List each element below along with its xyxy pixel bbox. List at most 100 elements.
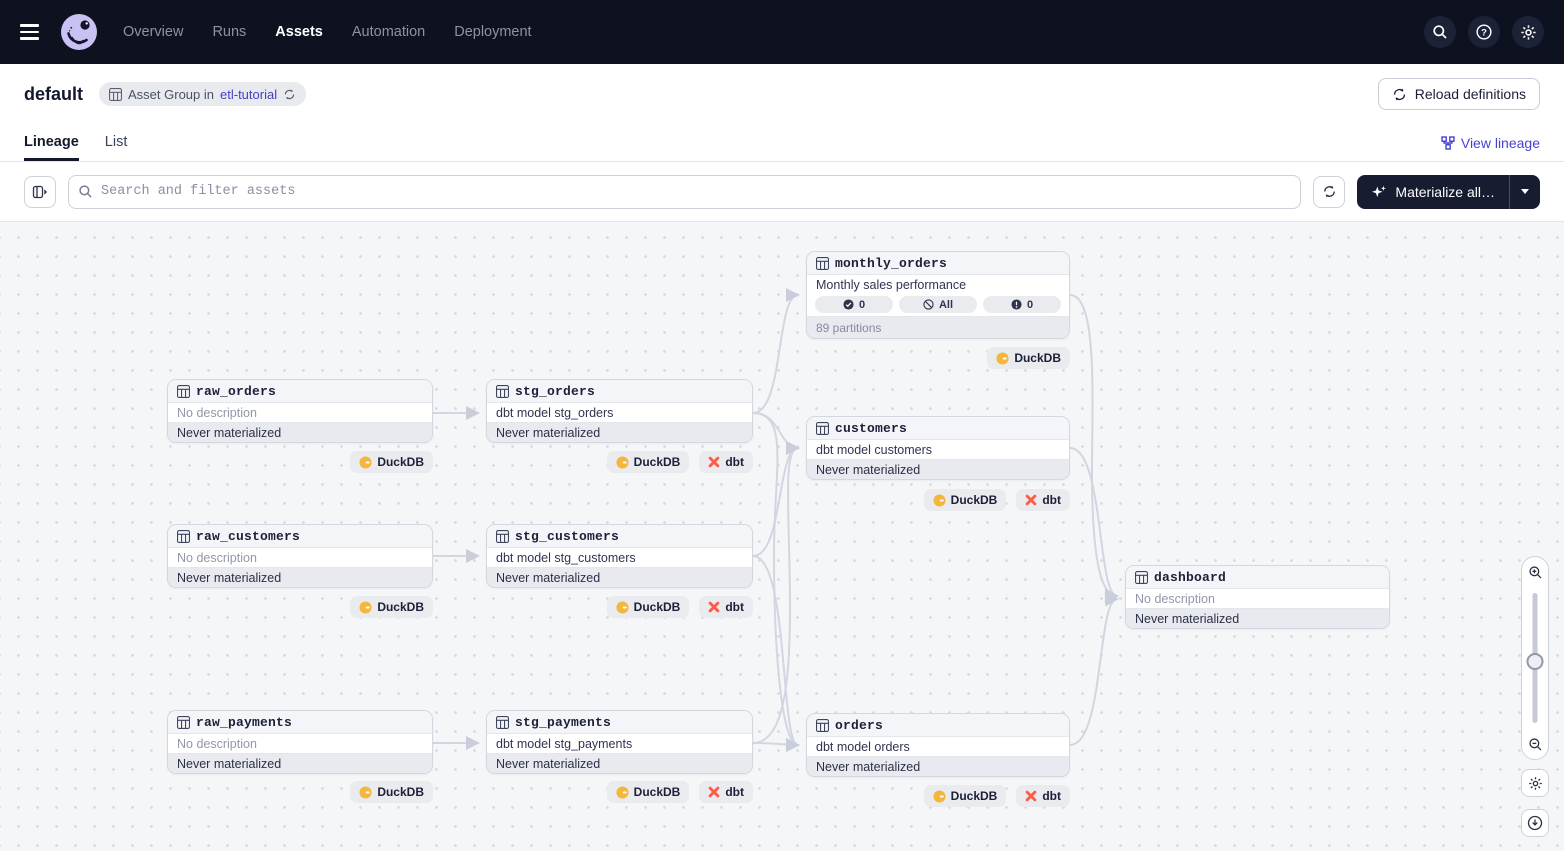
asset-description: dbt model orders [816,739,910,754]
asset-node-dashboard[interactable]: dashboard No description Never materiali… [1125,565,1390,629]
asset-node-customers[interactable]: customers dbt model customers Never mate… [806,416,1070,480]
asset-kind-tags: DuckDB [806,347,1070,369]
svg-text:?: ? [1481,28,1487,39]
search-icon[interactable] [1424,16,1456,48]
asset-kind-tags: DuckDB dbt [486,451,753,473]
tabs-row: Lineage List View lineage [0,124,1564,162]
asset-node-stg_customers[interactable]: stg_customers dbt model stg_customers Ne… [486,524,753,588]
search-input[interactable] [68,174,1302,209]
asset-node-raw_orders[interactable]: raw_orders No description Never material… [167,379,433,443]
materialize-dropdown-caret[interactable] [1510,175,1540,209]
duckdb-badge[interactable]: DuckDB [606,596,690,618]
asset-node-raw_payments[interactable]: raw_payments No description Never materi… [167,710,433,774]
materialized-count-pill[interactable]: 0 [815,296,893,313]
table-icon [496,529,509,543]
duckdb-badge[interactable]: DuckDB [350,596,433,618]
button-divider [1509,174,1510,209]
view-lineage-link[interactable]: View lineage [1441,124,1540,161]
asset-description: No description [177,550,257,565]
graph-settings-gear-icon[interactable] [1521,769,1549,797]
edge-stg_customers-orders [752,555,800,752]
zoom-slider[interactable] [1522,587,1548,729]
duckdb-icon [996,351,1009,365]
code-location-link[interactable]: etl-tutorial [220,86,278,102]
nav-item-assets[interactable]: Assets [275,24,323,40]
help-icon[interactable]: ? [1468,16,1500,48]
asset-node-stg_payments[interactable]: stg_payments dbt model stg_payments Neve… [486,710,753,774]
asset-kind-tags: DuckDB dbt [806,489,1070,511]
download-graph-icon[interactable] [1521,809,1549,837]
materialize-all-button[interactable]: Materialize all… [1357,175,1509,209]
table-icon [177,384,190,398]
settings-gear-icon[interactable] [1512,16,1544,48]
alert-circle-icon [1011,299,1022,310]
edge-customers-dashboard [1069,447,1119,603]
reload-definitions-button[interactable]: Reload definitions [1377,78,1540,110]
nav-item-runs[interactable]: Runs [212,24,247,40]
duckdb-badge[interactable]: DuckDB [923,785,1007,807]
checks-pill[interactable]: 0 [983,296,1061,313]
duckdb-icon [359,600,372,614]
asset-kind-tags: DuckDB [167,596,433,618]
dbt-badge[interactable]: dbt [1016,785,1070,807]
sync-icon[interactable] [283,88,296,101]
nav-item-overview[interactable]: Overview [123,24,184,40]
lineage-canvas[interactable]: monthly_orders Monthly sales performance… [0,222,1564,851]
refresh-icon[interactable] [1313,175,1346,208]
asset-node-orders[interactable]: orders dbt model orders Never materializ… [806,713,1070,777]
dbt-icon [709,786,720,798]
slash-circle-icon [923,299,934,310]
asset-node-stg_orders[interactable]: stg_orders dbt model stg_orders Never ma… [486,379,753,443]
nav-item-deployment[interactable]: Deployment [454,24,532,40]
duckdb-badge[interactable]: DuckDB [350,781,433,803]
duckdb-badge[interactable]: DuckDB [606,451,690,473]
tab-list[interactable]: List [104,134,128,150]
duckdb-icon [359,785,372,799]
asset-node-monthly_orders[interactable]: monthly_orders Monthly sales performance… [806,251,1070,339]
asset-kind-tags: DuckDB dbt [486,781,753,803]
menu-icon[interactable] [20,18,48,46]
edge-stg_payments-customers [752,441,800,744]
zoom-in-icon[interactable] [1522,557,1548,587]
dagster-logo[interactable] [61,14,97,50]
edge-orders-dashboard [1069,592,1119,746]
dbt-badge[interactable]: dbt [699,781,753,803]
table-icon [1135,570,1148,584]
asset-status: Never materialized [487,753,752,773]
table-icon [816,256,829,270]
check-circle-icon [843,299,854,310]
asset-kind-tags: DuckDB [167,451,433,473]
asset-description: dbt model stg_customers [496,550,636,565]
tab-lineage[interactable]: Lineage [24,124,79,161]
table-icon [496,384,509,398]
asset-node-raw_customers[interactable]: raw_customers No description Never mater… [167,524,433,588]
asset-status: Never materialized [807,756,1069,776]
dbt-badge[interactable]: dbt [699,596,753,618]
zoom-slider-thumb[interactable] [1526,653,1544,670]
sidebar-toggle-icon[interactable] [24,175,56,208]
duckdb-badge[interactable]: DuckDB [987,347,1070,369]
dbt-badge[interactable]: dbt [1016,489,1070,511]
asset-group-label: Asset Group in [128,86,215,102]
duckdb-badge[interactable]: DuckDB [350,451,433,473]
duckdb-badge[interactable]: DuckDB [606,781,690,803]
asset-status: Never materialized [807,459,1069,479]
asset-kind-tags: DuckDB dbt [806,785,1070,807]
dbt-badge[interactable]: dbt [699,451,753,473]
asset-status: Never materialized [168,422,432,442]
asset-description: No description [1135,591,1215,606]
freshness-pill[interactable]: All [899,296,977,313]
asset-kind-tags: DuckDB [167,781,433,803]
chevron-down-icon [1521,189,1529,194]
nav-item-automation[interactable]: Automation [351,24,426,40]
table-icon [496,715,509,729]
zoom-out-icon[interactable] [1522,729,1548,759]
duckdb-badge[interactable]: DuckDB [923,489,1007,511]
table-icon [816,718,829,732]
asset-status: Never materialized [168,753,432,773]
search-icon [79,184,92,198]
partitions-label: 89 partitions [807,316,1069,338]
duckdb-icon [933,493,946,507]
asset-status: Never materialized [168,567,432,587]
duckdb-icon [616,785,629,799]
